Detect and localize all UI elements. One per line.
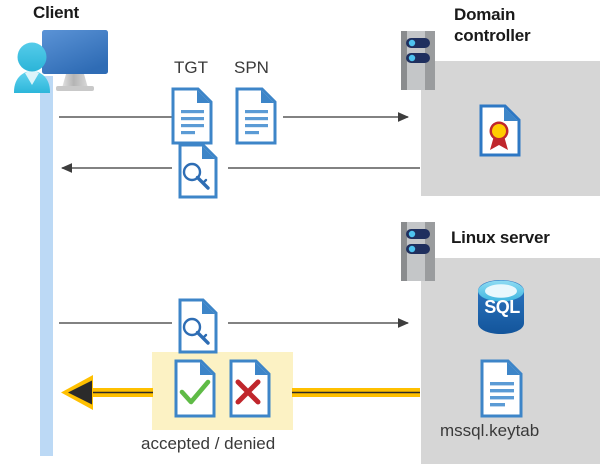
sql-database-icon xyxy=(478,280,524,334)
tgt-label: TGT xyxy=(174,58,208,77)
server-rack-icon-dc xyxy=(401,31,435,90)
document-icon-keytab xyxy=(480,359,523,418)
domain-controller-title-line1: Domain xyxy=(454,5,516,24)
document-check-icon xyxy=(174,359,216,418)
document-icon-spn xyxy=(235,87,277,145)
sql-label: SQL xyxy=(484,297,520,317)
server-rack-icon-linux xyxy=(401,222,435,281)
keytab-label: mssql.keytab xyxy=(440,421,540,440)
document-cross-icon xyxy=(229,359,271,418)
document-key-icon-2 xyxy=(178,298,218,354)
message-arrow-4 xyxy=(61,375,420,410)
linux-server-title: Linux server xyxy=(451,228,550,247)
domain-controller-title: Domain controller xyxy=(454,4,594,46)
client-title: Client xyxy=(33,3,80,22)
certificate-document-icon xyxy=(479,104,521,157)
spn-label: SPN xyxy=(234,58,269,77)
user-computer-icon xyxy=(14,30,108,93)
client-lifeline xyxy=(40,76,53,456)
result-caption: accepted / denied xyxy=(141,434,276,453)
document-icon-tgt xyxy=(171,87,213,145)
document-key-icon-1 xyxy=(178,143,218,199)
domain-controller-title-line2: controller xyxy=(454,26,531,45)
